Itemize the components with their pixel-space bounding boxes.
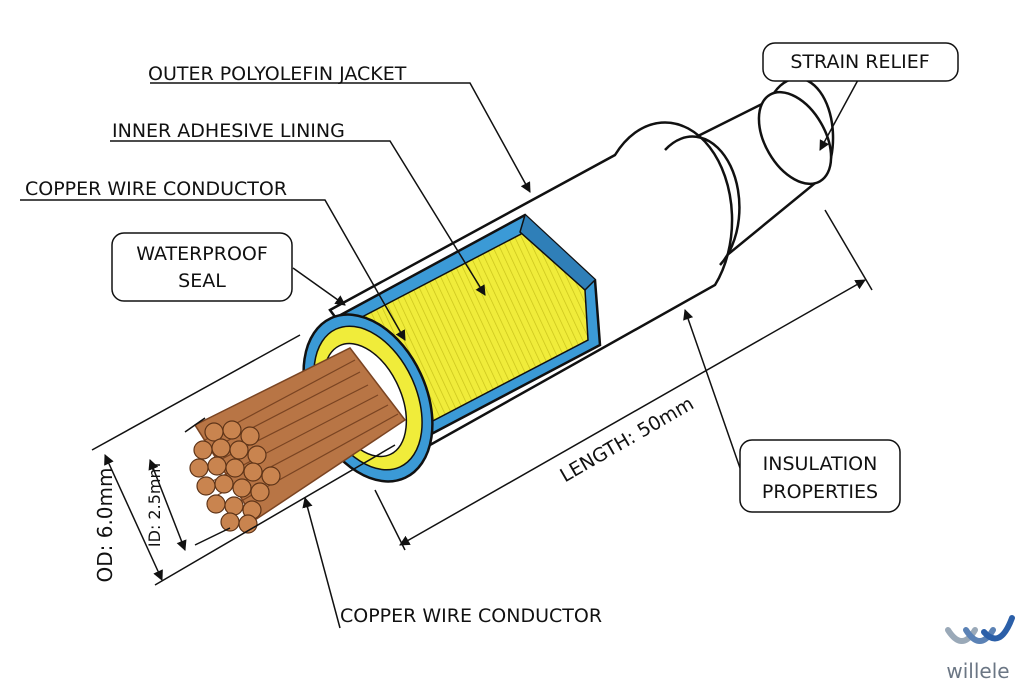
waterproof-label-line2: SEAL xyxy=(178,270,226,292)
logo-text: willele xyxy=(946,659,1009,683)
willele-logo: willele xyxy=(945,615,1015,683)
conductor-bottom-label: COPPER WIRE CONDUCTOR xyxy=(340,605,602,627)
dimension-lines xyxy=(91,209,873,586)
outer-jacket-label: OUTER POLYOLEFIN JACKET xyxy=(148,63,407,85)
inner-lining-label: INNER ADHESIVE LINING xyxy=(112,120,345,142)
waterproof-label-line1: WATERPROOF xyxy=(136,243,268,265)
conductor-top-label: COPPER WIRE CONDUCTOR xyxy=(25,178,287,200)
strand-ends xyxy=(189,420,281,534)
leader-lines xyxy=(20,79,859,629)
logo-mark-icon xyxy=(945,615,1015,644)
insulation-properties-box xyxy=(739,439,901,513)
od-dimension-label: OD: 6.0mm xyxy=(93,467,117,582)
strain-relief-box xyxy=(762,42,959,82)
strain-relief-label: STRAIN RELIEF xyxy=(790,51,929,73)
insulation-label-line2: PROPERTIES xyxy=(762,481,878,503)
length-dimension-label: LENGTH: 50mm xyxy=(556,393,697,487)
insulation-label-line1: INSULATION xyxy=(763,453,878,475)
id-dimension-label: ID: 2.5mm xyxy=(145,463,164,547)
waterproof-seal-box xyxy=(111,232,293,302)
